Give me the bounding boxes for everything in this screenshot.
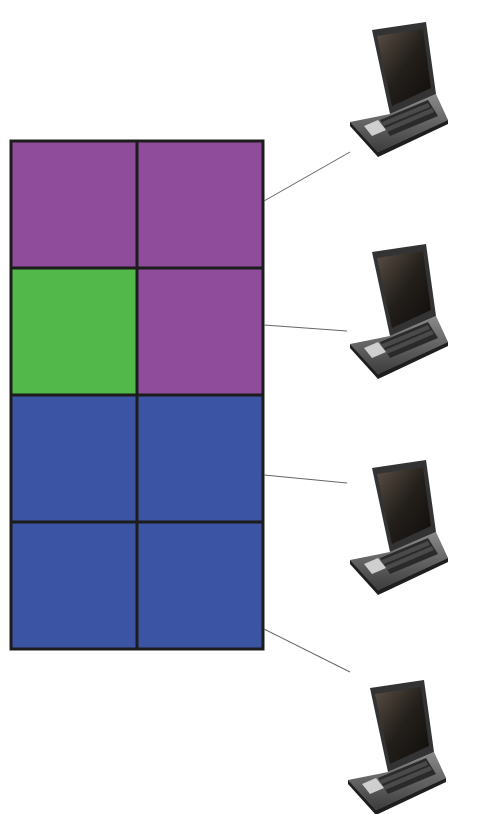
grid-cell-r1-c2	[137, 141, 263, 268]
grid-cell-r4-c1	[11, 522, 137, 649]
display-grid	[11, 141, 263, 649]
connector-line-4	[264, 629, 350, 672]
laptop-icon-3	[350, 460, 448, 595]
laptops	[348, 22, 448, 814]
grid-cell-r3-c2	[137, 395, 263, 522]
laptop-icon-4	[348, 680, 446, 814]
connector-line-1	[264, 152, 350, 201]
grid-cell-r1-c1	[11, 141, 137, 268]
connector-line-3	[264, 475, 347, 483]
grid-cell-r4-c2	[137, 522, 263, 649]
connector-lines	[264, 152, 350, 672]
grid-cell-r3-c1	[11, 395, 137, 522]
laptop-icon-2	[350, 244, 448, 379]
connector-line-2	[264, 325, 347, 331]
grid-cell-r2-c1	[11, 268, 137, 395]
laptop-icon-1	[350, 22, 448, 157]
grid-cell-r2-c2	[137, 268, 263, 395]
